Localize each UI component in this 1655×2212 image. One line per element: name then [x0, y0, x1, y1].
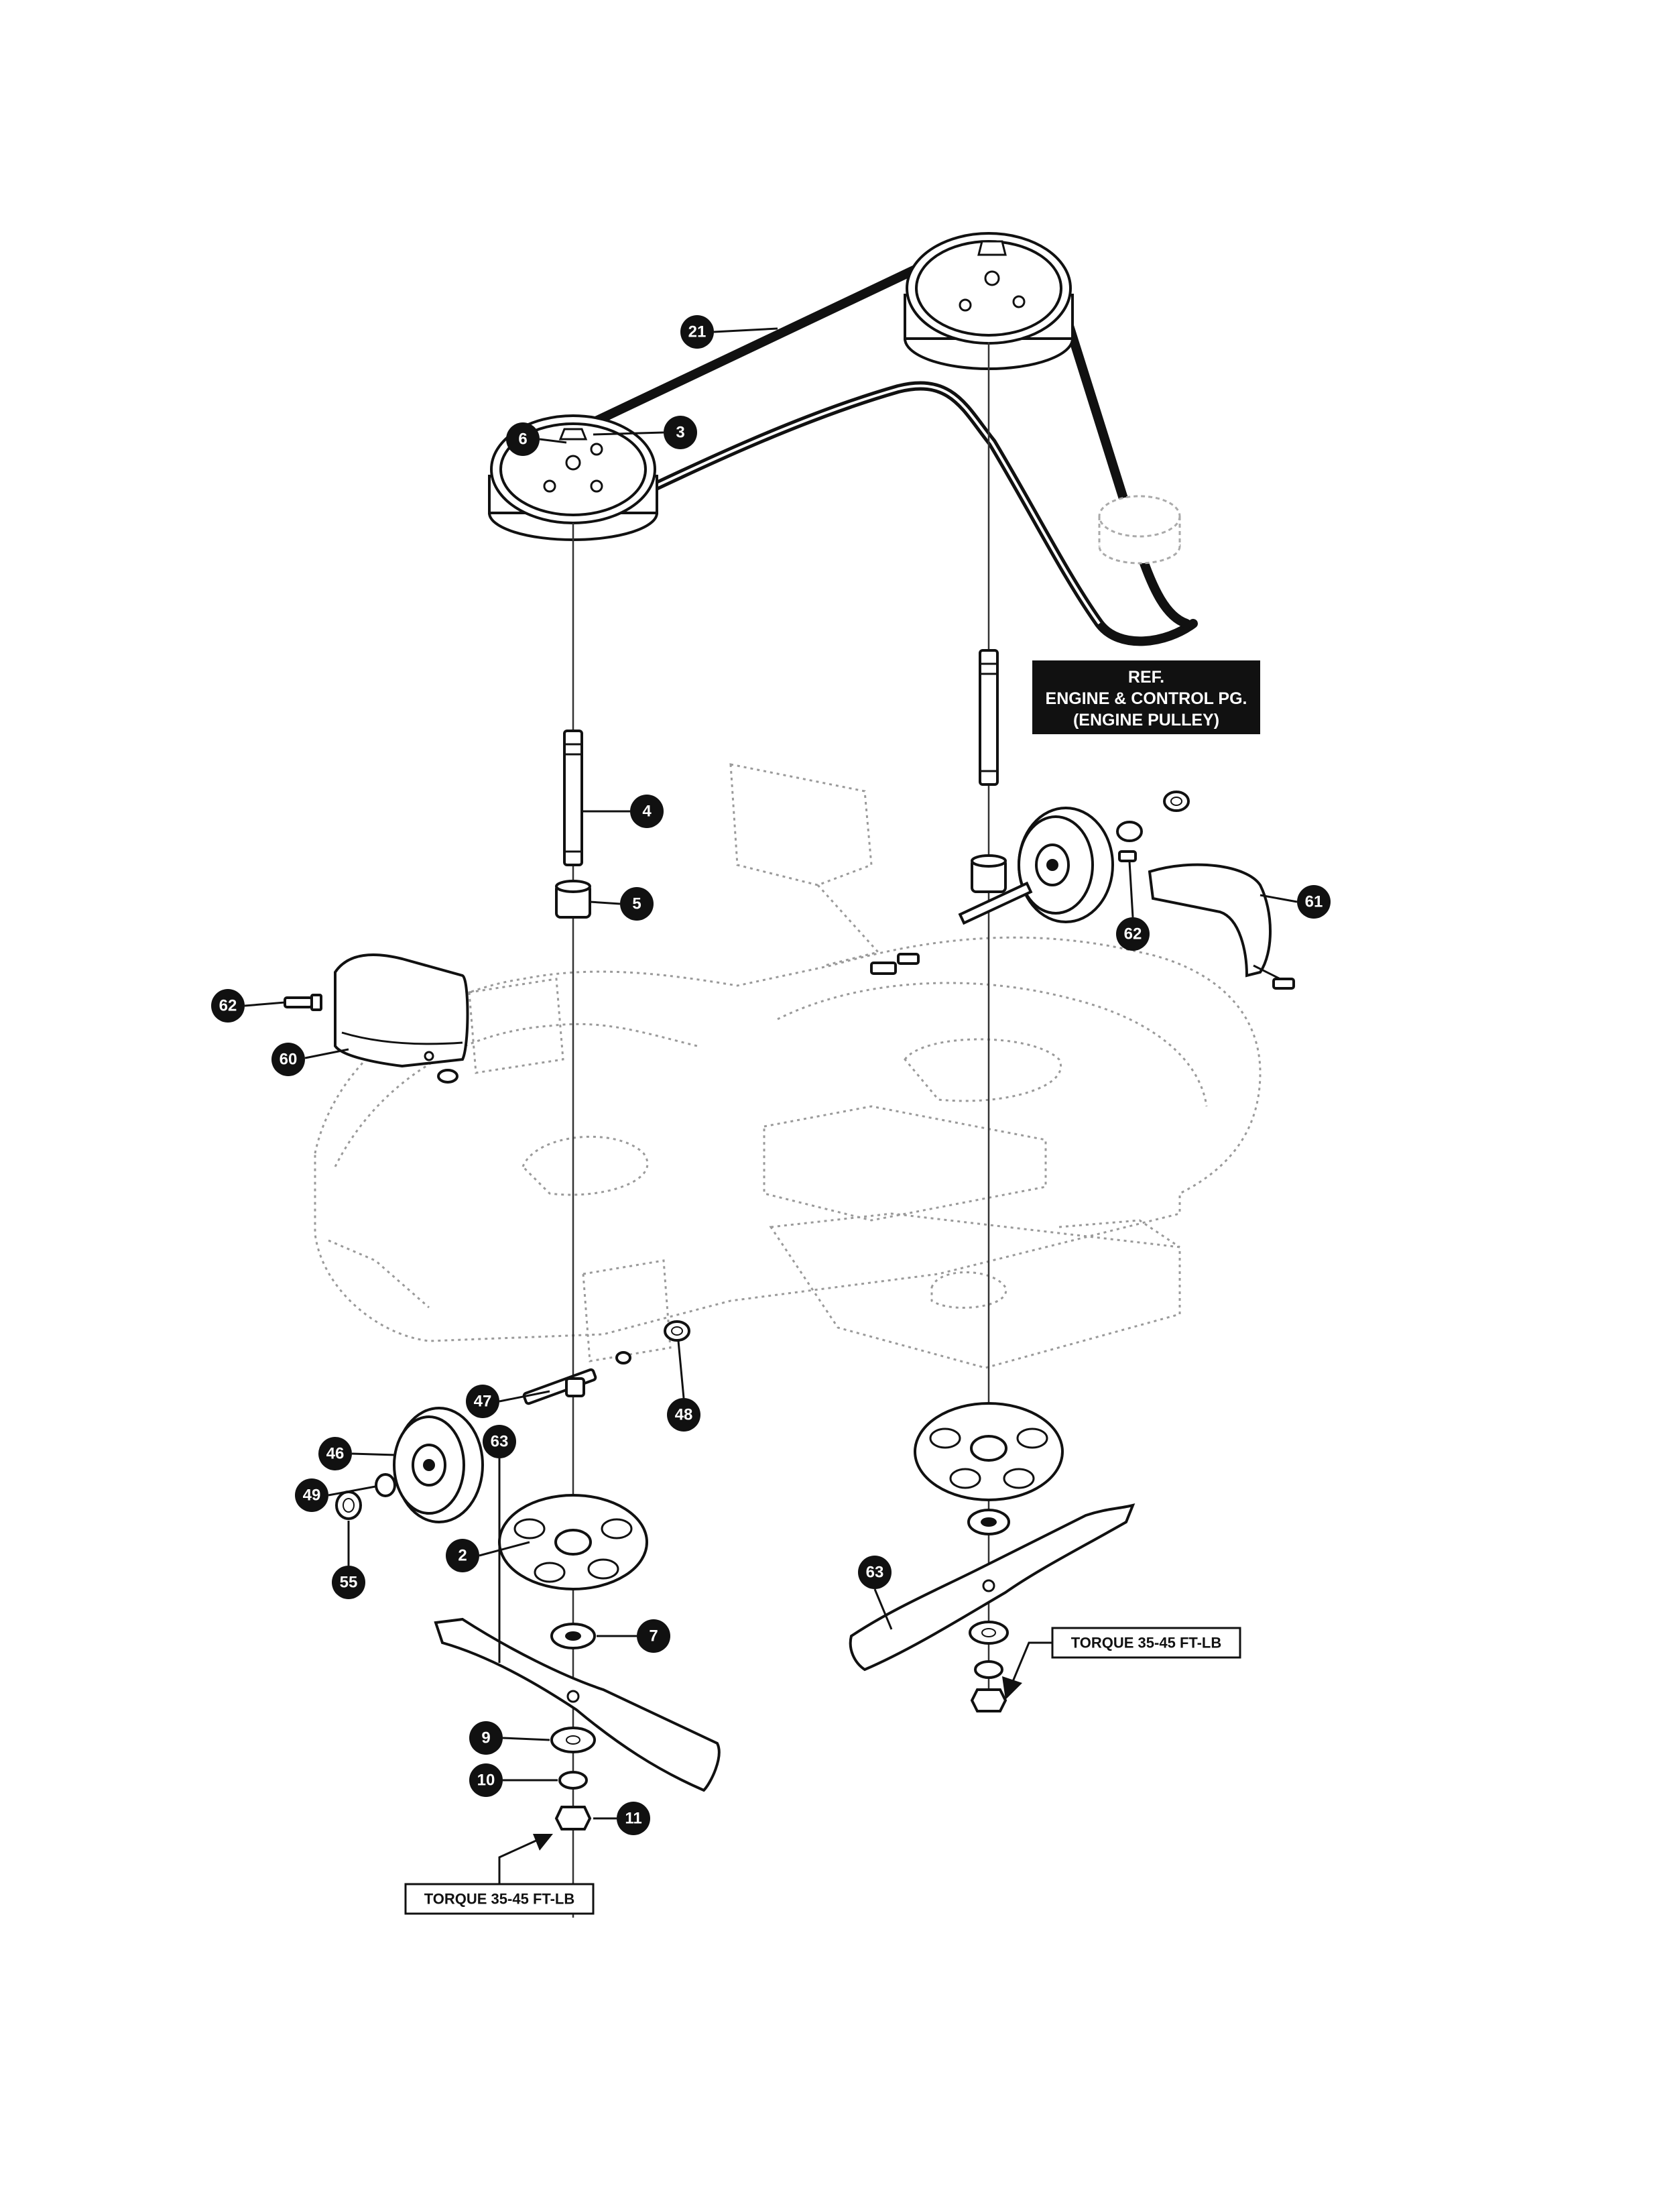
callout-60: 60 — [271, 1043, 305, 1076]
svg-text:REF.: REF. — [1128, 668, 1164, 687]
callout-21: 21 — [680, 315, 714, 349]
right-blade-adapter — [914, 1402, 1064, 1501]
callout-49: 49 — [295, 1478, 328, 1512]
engine-pulley-phantom — [1098, 495, 1181, 565]
left-cover-bolt — [284, 994, 322, 1011]
svg-text:60: 60 — [280, 1051, 298, 1069]
right-spindle-spacer — [971, 854, 1007, 893]
right-gauge-wheel — [870, 791, 1190, 975]
svg-text:62: 62 — [1124, 925, 1142, 943]
left-spindle-spacer — [555, 880, 591, 919]
svg-text:63: 63 — [866, 1564, 884, 1582]
right-blade-bearing-washer — [967, 1509, 1010, 1535]
left-blade-bearing-washer — [550, 1623, 596, 1649]
svg-text:55: 55 — [340, 1574, 358, 1592]
callout-10: 10 — [469, 1763, 503, 1797]
leader-lines — [244, 327, 1298, 1820]
torque-label-right: TORQUE 35-45 FT-LB — [1051, 1627, 1241, 1659]
svg-text:4: 4 — [642, 803, 652, 821]
left-wheel-axle — [522, 1351, 631, 1405]
callout-3: 3 — [664, 416, 697, 449]
callout-11: 11 — [617, 1802, 650, 1835]
left-gauge-wheel — [393, 1407, 484, 1523]
callout-61: 61 — [1297, 885, 1331, 919]
right-spindle-cover — [1148, 863, 1294, 987]
callout-62-right: 62 — [1116, 917, 1150, 951]
svg-text:5: 5 — [632, 895, 641, 913]
svg-text:ENGINE & CONTROL PG.: ENGINE & CONTROL PG. — [1046, 689, 1247, 708]
svg-text:7: 7 — [649, 1627, 658, 1645]
left-wheel-retainer — [335, 1491, 362, 1520]
callout-63-right: 63 — [858, 1556, 892, 1589]
left-wheel-washer — [375, 1473, 396, 1497]
left-blade-lockwasher — [558, 1771, 588, 1790]
callout-63-left: 63 — [483, 1425, 516, 1458]
svg-text:11: 11 — [625, 1810, 641, 1828]
torque-label-left: TORQUE 35-45 FT-LB — [404, 1883, 595, 1915]
svg-text:9: 9 — [481, 1729, 490, 1747]
svg-text:(ENGINE PULLEY): (ENGINE PULLEY) — [1073, 711, 1219, 730]
left-blade-nut — [554, 1806, 592, 1830]
svg-text:21: 21 — [688, 323, 707, 341]
right-spindle-shaft — [979, 649, 999, 786]
svg-text:49: 49 — [303, 1487, 321, 1505]
svg-text:62: 62 — [219, 997, 237, 1015]
svg-text:10: 10 — [477, 1771, 495, 1790]
callout-9: 9 — [469, 1721, 503, 1755]
torque-arrow-right — [1002, 1641, 1056, 1700]
callout-47: 47 — [466, 1385, 499, 1418]
left-blade-washer — [550, 1727, 596, 1753]
callout-5: 5 — [620, 887, 654, 921]
callout-46: 46 — [318, 1437, 352, 1470]
mower-deck-outline — [314, 763, 1262, 1369]
callout-2: 2 — [446, 1539, 479, 1572]
left-spindle-shaft — [563, 730, 583, 866]
svg-text:47: 47 — [474, 1393, 492, 1411]
callout-48: 48 — [667, 1398, 700, 1432]
right-cover-bolt — [1272, 978, 1295, 990]
left-blade-adapter — [498, 1494, 648, 1590]
svg-text:63: 63 — [491, 1433, 509, 1451]
svg-text:6: 6 — [518, 430, 527, 449]
callout-6: 6 — [506, 422, 540, 456]
svg-text:48: 48 — [675, 1406, 693, 1424]
svg-text:61: 61 — [1305, 893, 1323, 911]
svg-text:3: 3 — [676, 424, 684, 442]
left-wheel-nut — [664, 1320, 690, 1342]
callout-4: 4 — [630, 795, 664, 828]
left-spindle-cover — [334, 953, 469, 1068]
right-cutting-blade — [849, 1503, 1136, 1672]
right-blade-lockwasher — [974, 1660, 1003, 1679]
torque-arrow-left — [498, 1834, 553, 1884]
svg-text:TORQUE 35-45 FT-LB: TORQUE 35-45 FT-LB — [1071, 1635, 1222, 1651]
callout-55: 55 — [332, 1566, 365, 1599]
callout-62-left: 62 — [211, 989, 245, 1023]
svg-text:46: 46 — [326, 1445, 345, 1463]
engine-pulley-reference-note: REF. ENGINE & CONTROL PG. (ENGINE PULLEY… — [1032, 660, 1260, 734]
right-blade-washer — [969, 1621, 1009, 1645]
right-spindle-pulley — [904, 232, 1074, 370]
callout-7: 7 — [637, 1619, 670, 1653]
left-cutting-blade — [434, 1617, 721, 1792]
svg-text:TORQUE 35-45 FT-LB: TORQUE 35-45 FT-LB — [424, 1891, 575, 1908]
left-cover-screw — [437, 1069, 458, 1084]
svg-text:2: 2 — [458, 1547, 467, 1565]
right-blade-nut — [970, 1688, 1007, 1712]
